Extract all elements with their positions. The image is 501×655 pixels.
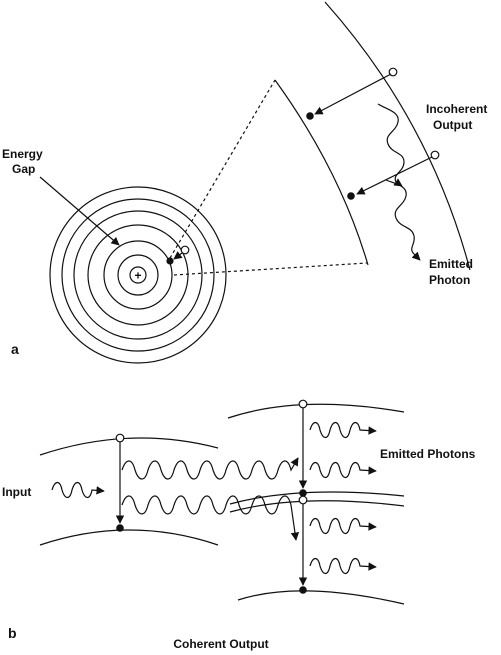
zoom-ground-electron-2 xyxy=(347,192,355,200)
zoom-line-upper xyxy=(169,79,276,259)
atom1-excited-electron xyxy=(115,433,125,443)
incoherent-output-label-line1: Incoherent xyxy=(426,102,487,116)
input-label: Input xyxy=(2,485,31,499)
zoomed-outer-shell-arc xyxy=(324,1,471,271)
atom2-ground-electron-bottom xyxy=(299,586,307,594)
emitted-photon-label-line1: Emitted xyxy=(429,257,473,271)
zoomed-inner-shell-arc xyxy=(274,79,369,266)
atom2-excited-electron-top xyxy=(298,399,308,409)
atom2-excited-electron-mid xyxy=(298,495,308,505)
atom-shell-3 xyxy=(87,224,189,326)
zoom-line-lower xyxy=(173,262,368,276)
zoom-excited-electron-1 xyxy=(388,67,398,77)
photon-train-upper xyxy=(121,457,299,480)
nucleus-circle xyxy=(129,266,147,284)
atom2-ground-electron-mid xyxy=(299,489,307,497)
energy-gap-label-line2: Gap xyxy=(12,162,35,176)
emitted-photon-label-line2: Photon xyxy=(429,273,470,287)
photon-train-lower xyxy=(121,495,300,541)
emitted-photon-wave-4 xyxy=(309,557,377,575)
panel-a-tag: a xyxy=(11,341,19,357)
emitted-photon-wave-3 xyxy=(309,517,377,535)
atom-shell-6 xyxy=(49,186,227,364)
zoom-transition-arrow-1 xyxy=(314,73,392,115)
photon-wave-a2 xyxy=(385,179,421,261)
atom-shell-2 xyxy=(103,240,173,310)
zoom-ground-electron-1 xyxy=(306,112,314,120)
panel-a: + Energy Gap Incoherent Output Emitted P… xyxy=(2,1,487,364)
atom2-upper-level xyxy=(227,403,405,419)
emitted-photon-wave-1 xyxy=(309,421,377,439)
excited-electron-open xyxy=(180,245,190,255)
zoom-transition-arrow-2 xyxy=(356,156,433,195)
atom-shells: + xyxy=(49,186,227,364)
ground-electron-dot xyxy=(166,257,174,265)
energy-gap-pointer-arrow xyxy=(39,176,120,246)
atom-transition-arrow xyxy=(173,251,183,260)
emitted-photon-wave-2 xyxy=(309,461,377,479)
panel-b-tag: b xyxy=(8,625,17,641)
coherent-output-label: Coherent Output xyxy=(173,637,268,651)
atom-shell-4 xyxy=(73,210,203,340)
input-photon-wave xyxy=(51,481,105,499)
zoom-excited-electron-2 xyxy=(430,150,440,160)
atom1-upper-level xyxy=(39,437,219,456)
atom1-ground-electron xyxy=(116,524,124,532)
atom2-middle-level-a xyxy=(229,491,405,505)
panel-b: Input Emitted Photons Coherent Output b xyxy=(2,399,476,651)
atom-shell-1 xyxy=(117,254,159,296)
nucleus-symbol: + xyxy=(134,269,141,283)
incoherent-output-label-line2: Output xyxy=(433,118,472,132)
atom1-lower-level xyxy=(39,529,219,546)
photon-wave-a1 xyxy=(377,103,405,187)
emitted-photons-label: Emitted Photons xyxy=(380,447,476,461)
energy-gap-label-line1: Energy xyxy=(2,147,43,161)
atom2-lower-level xyxy=(237,590,405,605)
atom-shell-5 xyxy=(61,198,215,352)
atom2-middle-level-b xyxy=(229,500,405,513)
